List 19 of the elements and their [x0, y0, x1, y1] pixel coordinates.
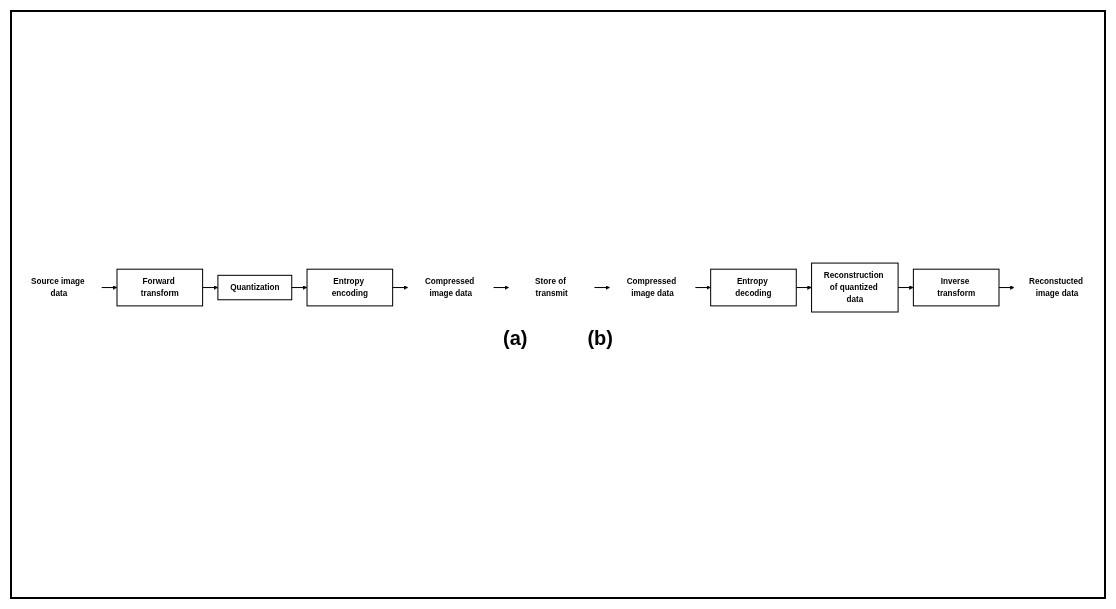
arrow	[593, 285, 610, 291]
node-box: Forward transform	[116, 269, 204, 307]
panel-label: (b)	[587, 326, 613, 350]
node-box: Entropy decoding	[710, 269, 797, 307]
node-text: Compressed image data	[424, 277, 475, 299]
node-box: Reconstruction of quantized data	[811, 263, 899, 313]
node-box: Quantization	[217, 275, 293, 301]
node-text: Store of transmit	[535, 277, 568, 299]
arrow	[392, 285, 409, 291]
node-box: Entropy encoding	[306, 269, 394, 307]
arrow	[694, 285, 711, 291]
panel-label: (a)	[503, 326, 528, 350]
arrow	[101, 285, 118, 291]
node-text: Reconstucted image data	[1029, 277, 1083, 299]
arrow	[493, 285, 510, 291]
node-box: Inverse transform	[912, 269, 1000, 307]
arrow	[291, 285, 308, 291]
node-text: Compressed image data	[626, 277, 677, 299]
node-text: Source image data	[31, 277, 85, 299]
